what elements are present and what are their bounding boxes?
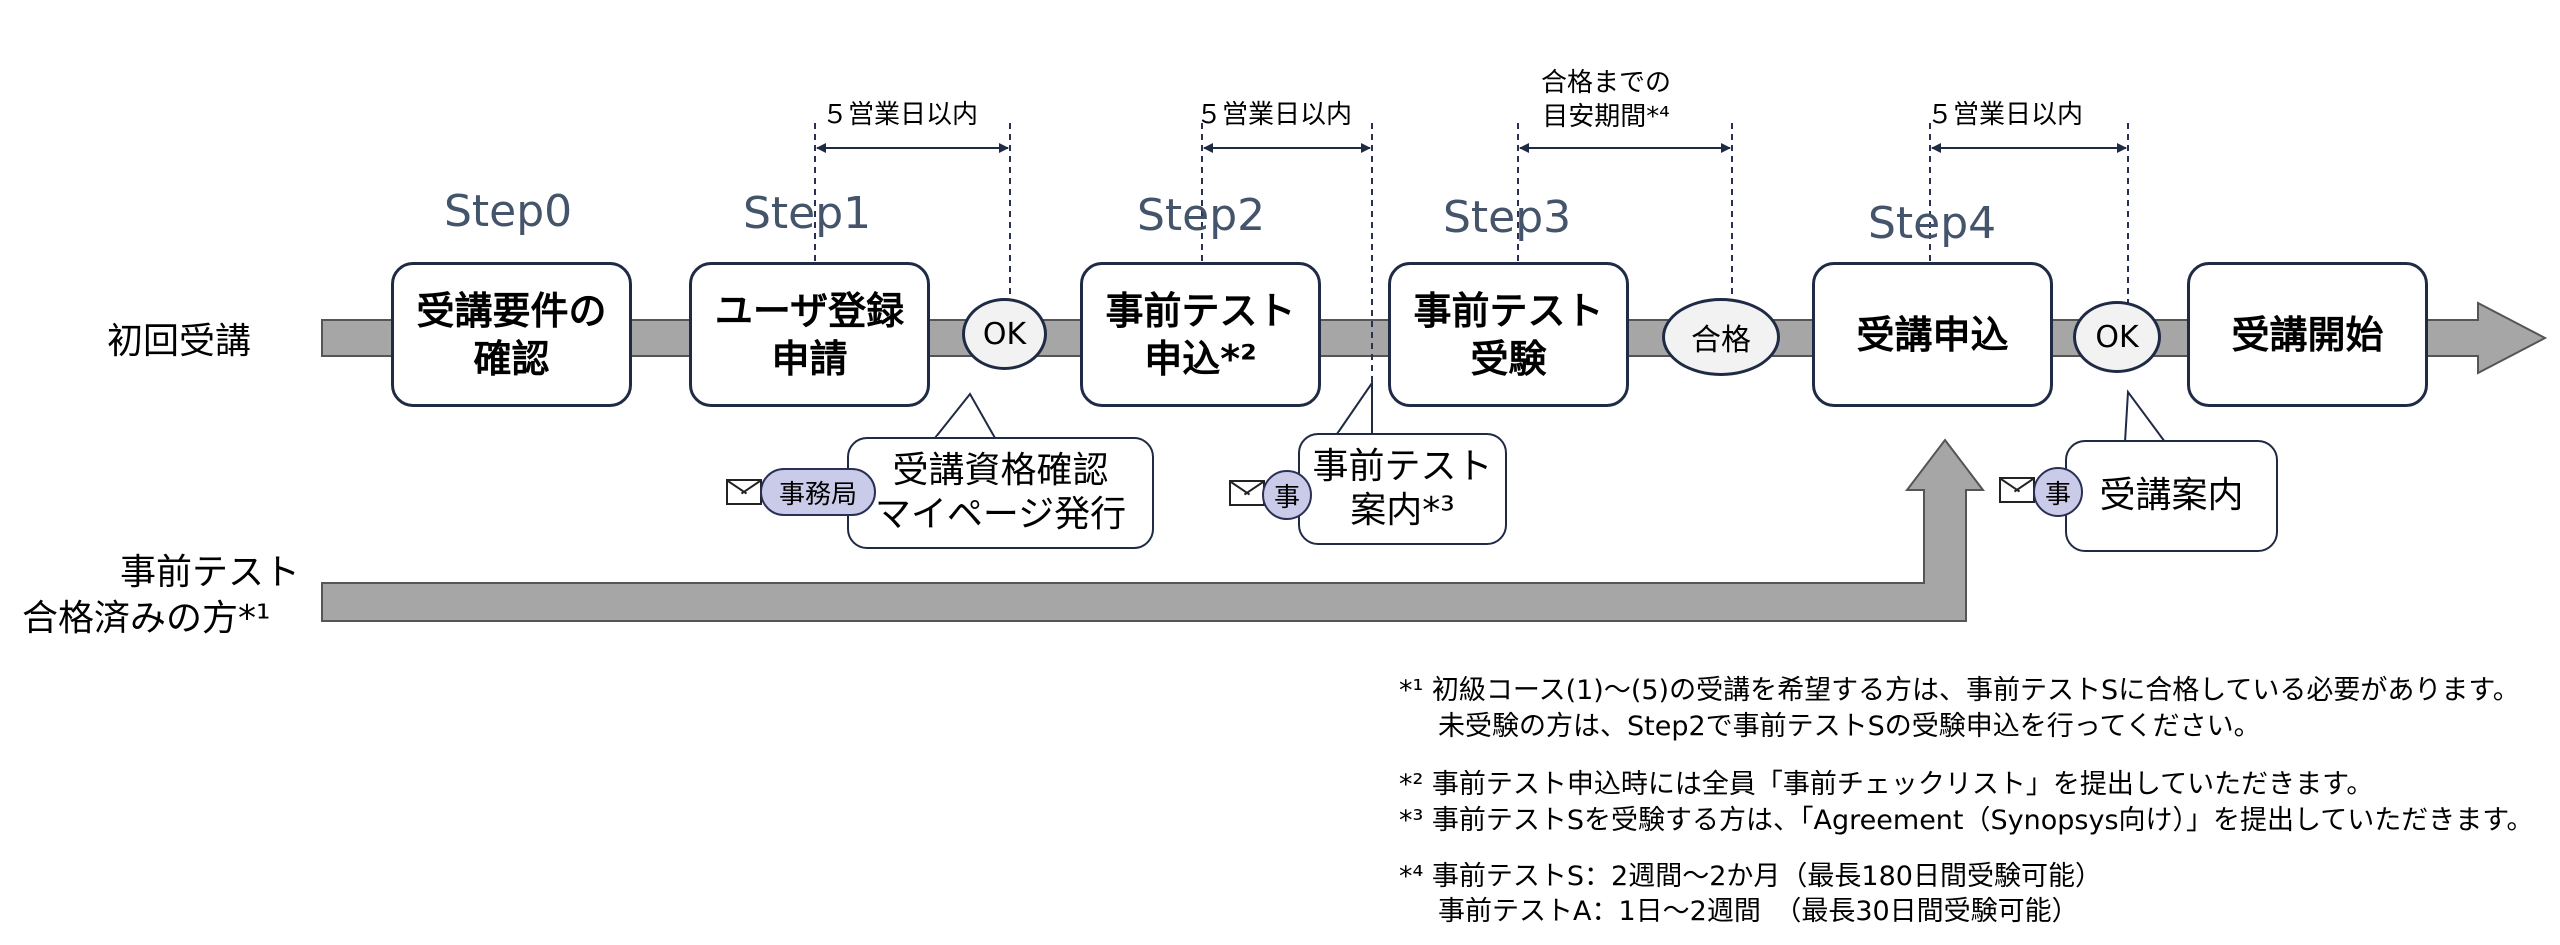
footnote-1: *¹ 初級コース(1)～(5)の受講を希望する方は、事前テストSに合格している必… xyxy=(1399,672,2520,709)
duration-label-3: 合格までの 目安期間*⁴ xyxy=(1541,68,1672,132)
pretest-passed-flow-arrow xyxy=(321,438,1986,622)
callout-tail-1 xyxy=(932,392,997,439)
footnote-mark: *⁴ xyxy=(1399,861,1424,892)
row-label-first-time: 初回受講 xyxy=(107,321,252,362)
callout-tail-3 xyxy=(2123,389,2167,443)
callout-course-guide: 受講案内 xyxy=(2065,440,2278,552)
office-badge-full: 事務局 xyxy=(760,468,876,516)
step-label-1: Step1 xyxy=(743,188,872,239)
step-label-3: Step3 xyxy=(1443,192,1572,243)
footnote-text: 事前テストS：2週間～2か月（最長180日間受験可能） xyxy=(1431,861,2102,892)
footnote-text: 初級コース(1)～(5)の受講を希望する方は、事前テストSに合格している必要があ… xyxy=(1431,675,2520,706)
office-badge-short-1: 事 xyxy=(1262,470,1312,520)
oval-ok-1: OK xyxy=(962,298,1047,370)
footnote-4: *⁴ 事前テストS：2週間～2か月（最長180日間受験可能） xyxy=(1399,858,2102,895)
callout-mypage-issue: 受講資格確認 マイページ発行 xyxy=(847,437,1154,549)
envelope-icon xyxy=(1999,477,2035,503)
box-course-start: 受講開始 xyxy=(2187,262,2428,407)
footnote-text: 事前テストSを受験する方は、「Agreement（Synopsys向け）」を提出… xyxy=(1431,805,2534,836)
envelope-icon xyxy=(1229,480,1265,506)
row-label-pretest-passed-line1: 事前テスト xyxy=(120,552,301,593)
footnote-3: *³ 事前テストSを受験する方は、「Agreement（Synopsys向け）」… xyxy=(1399,802,2534,839)
footnote-1-line2: 未受験の方は、Step2で事前テストSの受験申込を行ってください。 xyxy=(1438,711,2261,742)
duration-label-1: ５営業日以内 xyxy=(822,100,979,130)
box-course-apply: 受講申込 xyxy=(1812,262,2053,407)
footnote-text: 事前テスト申込時には全員「事前チェックリスト」を提出していただきます。 xyxy=(1431,769,2374,800)
box-user-registration: ユーザ登録 申請 xyxy=(689,262,930,407)
footnote-4-line2: 事前テストA：1日～2週間 （最長30日間受験可能） xyxy=(1438,896,2079,927)
oval-ok-2: OK xyxy=(2073,301,2161,373)
duration-label-2: ５営業日以内 xyxy=(1196,100,1353,130)
box-pretest-apply: 事前テスト 申込*² xyxy=(1080,262,1321,407)
duration-guides xyxy=(814,123,2129,383)
row-label-pretest-passed-line2: 合格済みの方*¹ xyxy=(22,598,271,639)
footnote-mark: *² xyxy=(1399,769,1424,800)
box-pretest-take: 事前テスト 受験 xyxy=(1388,262,1629,407)
box-confirm-requirements: 受講要件の 確認 xyxy=(391,262,632,407)
envelope-icon xyxy=(726,479,762,505)
footnote-mark: *³ xyxy=(1399,805,1424,836)
office-badge-short-2: 事 xyxy=(2033,467,2083,517)
callout-pretest-guide: 事前テスト 案内*³ xyxy=(1298,433,1507,545)
duration-label-4: ５営業日以内 xyxy=(1927,100,2084,130)
footnote-mark: *¹ xyxy=(1399,675,1424,706)
step-label-2: Step2 xyxy=(1137,190,1266,241)
oval-pass: 合格 xyxy=(1662,298,1780,376)
step-label-4: Step4 xyxy=(1868,198,1997,249)
footnote-2: *² 事前テスト申込時には全員「事前チェックリスト」を提出していただきます。 xyxy=(1399,766,2373,803)
callout-tail-2 xyxy=(1335,379,1373,435)
step-label-0: Step0 xyxy=(444,186,573,237)
